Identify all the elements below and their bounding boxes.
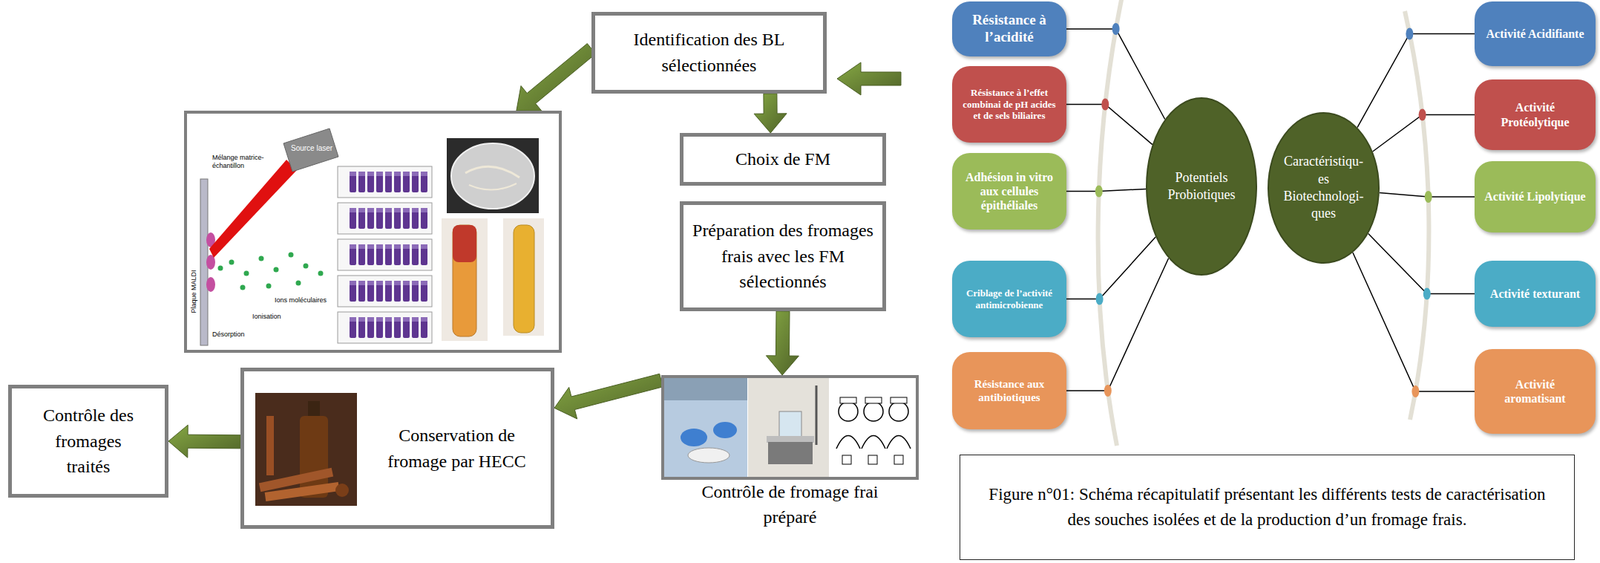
connector-line bbox=[1368, 233, 1475, 294]
figure-caption: Figure n°01: Schéma récapitulatif présen… bbox=[959, 454, 1575, 560]
node-text: Activité texturant bbox=[1490, 286, 1580, 301]
test-pill: Criblage de l’activité antimicrobienne bbox=[952, 260, 1067, 337]
illustration-box: Mélange matrice-échantillon Source laserP… bbox=[184, 110, 562, 353]
hub-ellipse: Caractéristiqu- es Biotechnologi- ques bbox=[1267, 112, 1380, 264]
node-text: Activité Protéolytique bbox=[1483, 100, 1587, 129]
arc-dot bbox=[1112, 23, 1120, 35]
block-arrow bbox=[168, 424, 241, 458]
block-arrow bbox=[765, 310, 799, 375]
connector-line bbox=[1066, 236, 1156, 299]
test-pill: Résistance à l’acidité bbox=[952, 1, 1067, 57]
arc-band bbox=[1098, 0, 1123, 446]
activity-pill: Activité aromatisant bbox=[1474, 348, 1596, 434]
block-arrow bbox=[753, 93, 787, 133]
node-text: Désorption bbox=[212, 330, 245, 339]
activity-pill: Activité Lipolytique bbox=[1474, 161, 1596, 233]
node-text: Résistance aux antibiotiques bbox=[961, 376, 1058, 404]
node-text: Conservation de fromage par HECC bbox=[374, 422, 540, 475]
test-pill: Résistance à l’effet combinai de pH acid… bbox=[952, 66, 1067, 143]
arc-dot bbox=[1096, 293, 1104, 306]
node-text: Préparation des fromages frais avec les … bbox=[683, 217, 883, 295]
arc-dot bbox=[1423, 287, 1431, 300]
connector-line bbox=[1357, 34, 1475, 128]
activity-pill: Activité texturant bbox=[1474, 260, 1596, 327]
node-text: Caractéristiqu- es Biotechnologi- ques bbox=[1280, 152, 1367, 223]
node-text: Activité Lipolytique bbox=[1484, 189, 1586, 204]
node-text: Potentiels Probiotiques bbox=[1158, 169, 1245, 205]
arc-dot bbox=[1418, 109, 1427, 121]
node-text: Résistance à l’effet combinai de pH acid… bbox=[961, 86, 1058, 122]
process-box: Choix de FM bbox=[679, 132, 887, 186]
arc-dot bbox=[1095, 185, 1103, 198]
node-text: Contrôle des fromages traités bbox=[34, 402, 143, 480]
lab-photos bbox=[664, 377, 916, 477]
node-text: Ions moléculaires bbox=[274, 296, 327, 305]
node-text: Plaque MALDI bbox=[189, 267, 199, 314]
connector-line bbox=[1352, 252, 1475, 392]
node-text: Choix de FM bbox=[735, 146, 831, 173]
connector-line bbox=[1066, 28, 1166, 120]
node-text: Activité aromatisant bbox=[1483, 376, 1587, 406]
node-text: Adhésion in vitro aux cellules épithélia… bbox=[961, 169, 1058, 213]
photo-box: Contrôle de fromage frai préparé bbox=[661, 374, 919, 480]
node-text: Identification des BL sélectionnées bbox=[595, 26, 824, 79]
test-pill: Adhésion in vitro aux cellules épithélia… bbox=[952, 152, 1067, 230]
arc-band bbox=[1404, 11, 1429, 420]
maldi-illustration bbox=[187, 113, 559, 350]
node-text: Contrôle de fromage frai préparé bbox=[679, 479, 902, 530]
test-pill: Résistance aux antibiotiques bbox=[952, 351, 1067, 429]
process-box: Identification des BL sélectionnées bbox=[591, 11, 827, 94]
node-text: Mélange matrice-échantillon bbox=[212, 153, 277, 170]
incoming-block-arrow bbox=[837, 62, 901, 95]
hub-ellipse: Potentiels Probiotiques bbox=[1145, 97, 1258, 276]
arc-dot bbox=[1411, 385, 1419, 398]
process-box: Conservation de fromage par HECC bbox=[240, 367, 555, 529]
block-arrow bbox=[554, 373, 663, 419]
connector-line bbox=[1066, 258, 1169, 391]
node-text: Criblage de l’activité antimicrobienne bbox=[961, 287, 1058, 311]
activity-pill: Activité Acidifiante bbox=[1474, 1, 1596, 67]
block-arrow bbox=[516, 43, 596, 112]
arc-dot bbox=[1101, 98, 1109, 111]
process-box: Contrôle des fromages traités bbox=[8, 384, 169, 498]
caption-text: Figure n°01: Schéma récapitulatif présen… bbox=[976, 481, 1558, 533]
node-text: Activité Acidifiante bbox=[1486, 26, 1585, 41]
node-text: Source laser bbox=[290, 143, 333, 153]
node-text: Résistance à l’acidité bbox=[961, 11, 1058, 47]
connector-line bbox=[1066, 104, 1153, 145]
cinnamon-photo bbox=[244, 371, 363, 520]
arc-dot bbox=[1405, 28, 1413, 41]
node-text: Ionisation bbox=[252, 312, 282, 321]
activity-pill: Activité Protéolytique bbox=[1474, 79, 1596, 150]
arc-dot bbox=[1424, 190, 1433, 203]
arc-dot bbox=[1104, 384, 1112, 397]
process-box: Préparation des fromages frais avec les … bbox=[679, 201, 887, 311]
connector-line bbox=[1066, 189, 1146, 192]
